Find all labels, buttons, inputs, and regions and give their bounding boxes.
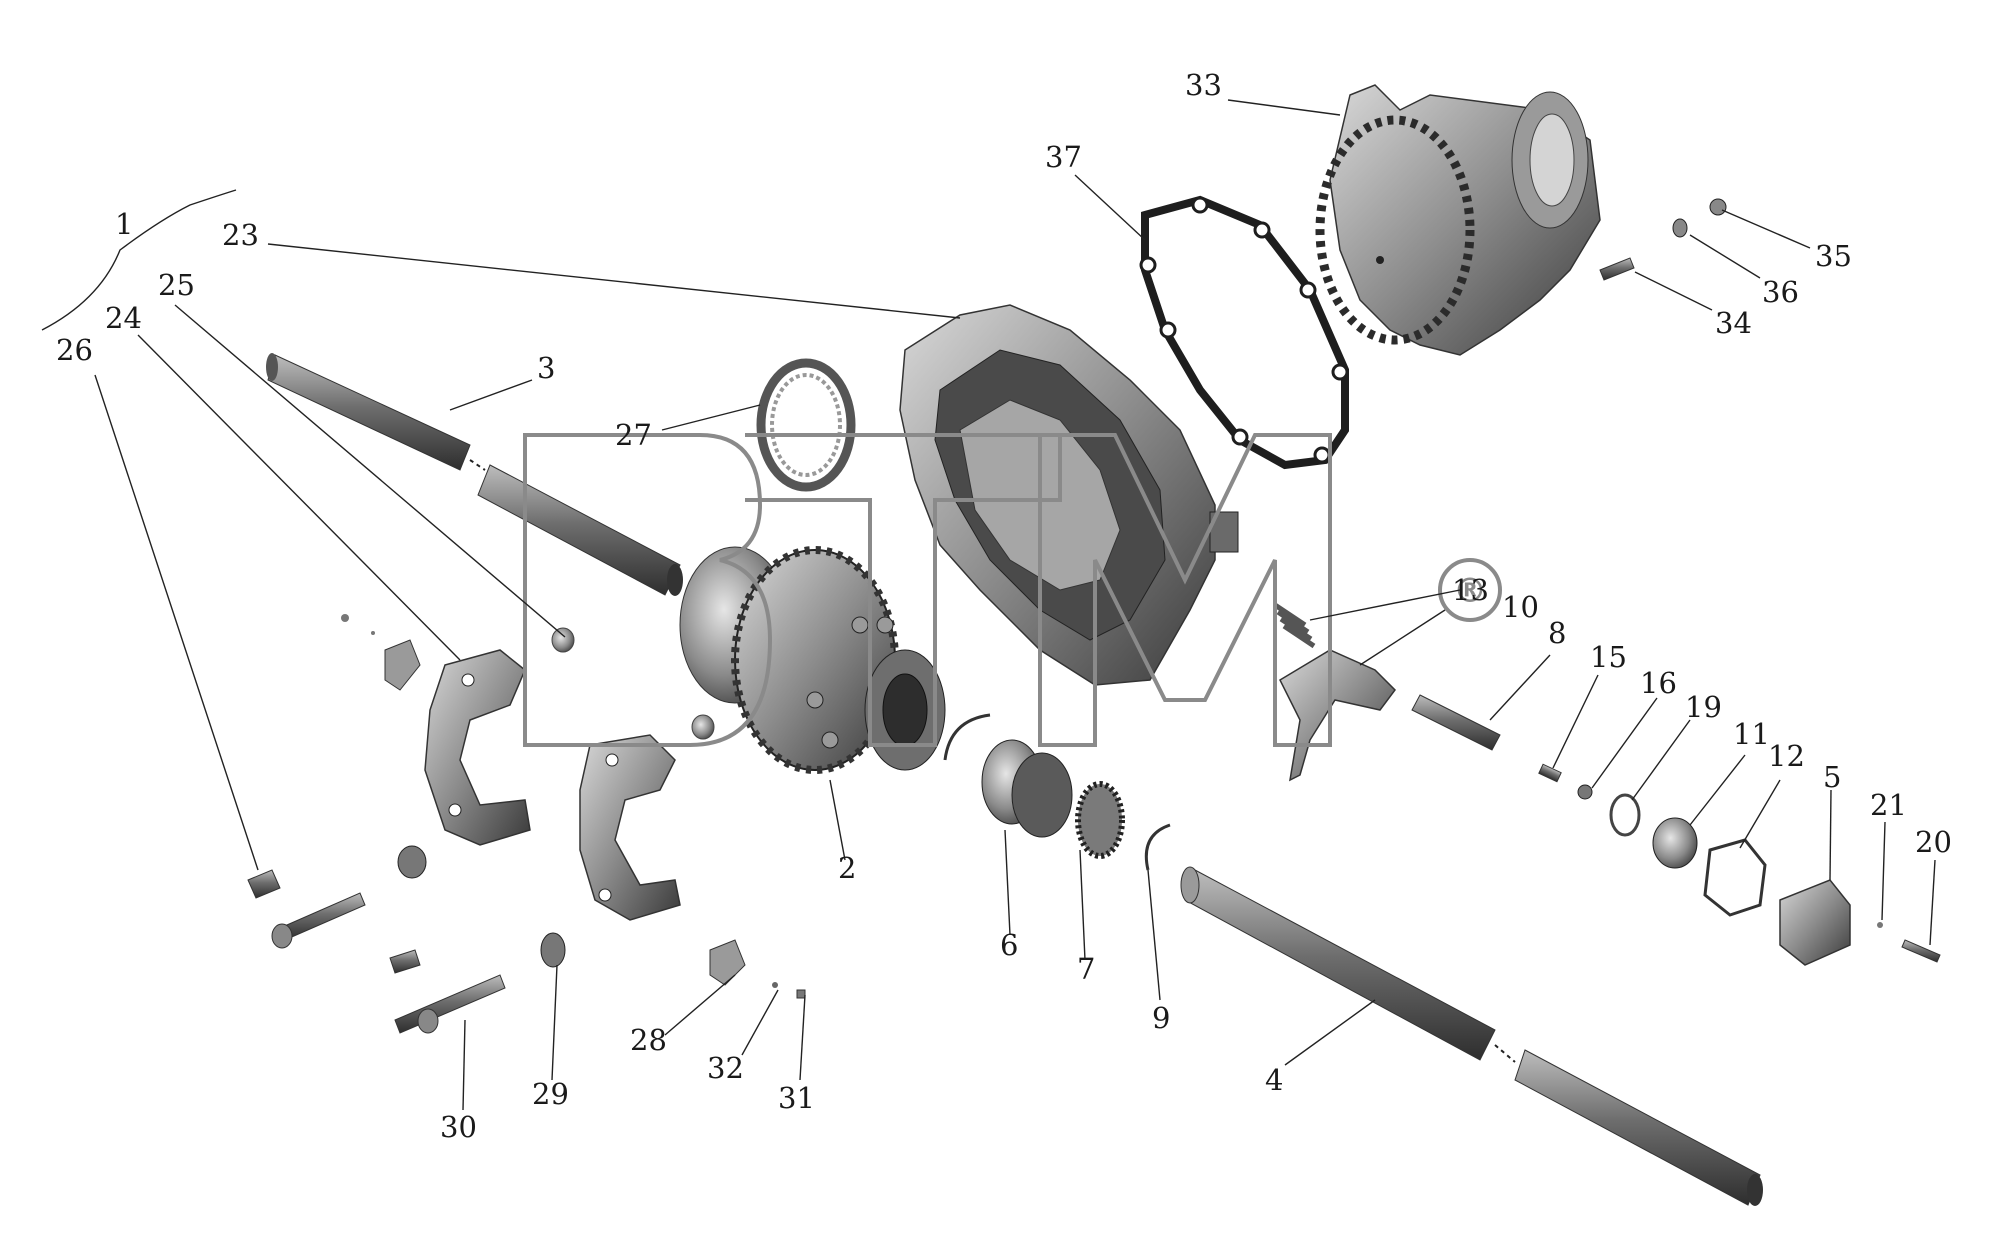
label-31: 31: [778, 1081, 815, 1115]
label-23: 23: [222, 218, 259, 252]
part-25-pins: [551, 627, 715, 740]
label-20: 20: [1915, 825, 1952, 859]
label-36: 36: [1762, 275, 1799, 309]
part-21-pin: [1877, 922, 1883, 928]
label-28: 28: [630, 1023, 667, 1057]
part-11-seal: [1652, 817, 1698, 869]
label-33: 33: [1185, 68, 1222, 102]
label-35: 35: [1815, 239, 1852, 273]
label-29: 29: [532, 1077, 569, 1111]
label-2: 2: [838, 851, 856, 885]
label-11: 11: [1733, 717, 1770, 751]
part-23-differential-housing: [899, 304, 1239, 686]
label-13: 13: [1452, 573, 1489, 607]
part-8-shift-rod: [1411, 694, 1501, 751]
callout-labels: 1 23 25 24 26 3 27 33 37 35 36 34 13 10 …: [56, 68, 1952, 1144]
part-19-o-ring: [1609, 793, 1641, 837]
label-19: 19: [1685, 690, 1722, 724]
part-10-shift-fork: [1279, 649, 1396, 782]
label-21: 21: [1870, 788, 1907, 822]
part-20-bolt: [1901, 939, 1941, 963]
part-12-gasket: [1703, 838, 1767, 917]
label-3: 3: [537, 351, 555, 385]
label-6: 6: [1000, 928, 1018, 962]
part-33-gear-housing: [1315, 84, 1601, 356]
label-7: 7: [1077, 952, 1095, 986]
label-26: 26: [56, 333, 93, 367]
part-26-bushing: [247, 869, 281, 899]
label-32: 32: [707, 1051, 744, 1085]
part-6-sleeve: [981, 739, 1073, 838]
btm-watermark: ®: [523, 433, 1502, 747]
part-15-pin: [1538, 763, 1562, 783]
label-15: 15: [1590, 640, 1627, 674]
label-30: 30: [440, 1110, 477, 1144]
part-9-snap-rings: [943, 713, 1171, 871]
label-5: 5: [1823, 760, 1841, 794]
label-37: 37: [1045, 140, 1082, 174]
part-24-bearing-caps: [424, 649, 681, 921]
part-16-nut: [1577, 784, 1593, 800]
label-10: 10: [1502, 590, 1539, 624]
label-1: 1: [115, 207, 133, 241]
label-34: 34: [1715, 306, 1752, 340]
part-31-32-small-fasteners: [341, 614, 806, 999]
part-37-gasket: [1139, 195, 1349, 470]
label-24: 24: [105, 301, 142, 335]
part-29-washers: [397, 845, 566, 968]
part-3-input-shaft: [266, 353, 683, 596]
label-25: 25: [158, 268, 195, 302]
label-16: 16: [1640, 666, 1677, 700]
bracket-group-1: [41, 189, 237, 331]
label-4: 4: [1265, 1063, 1283, 1097]
label-9: 9: [1152, 1001, 1170, 1035]
label-27: 27: [615, 418, 652, 452]
part-4-output-shaft: [1180, 866, 1763, 1206]
part-5-cover: [1779, 879, 1851, 966]
watermark-registered-mark: ®: [1453, 571, 1487, 611]
label-8: 8: [1548, 616, 1566, 650]
part-13-spring: [1273, 602, 1316, 649]
part-7-gear-ring: [1075, 781, 1125, 859]
part-2-differential-carrier: [679, 546, 946, 774]
leader-lines: [94, 99, 1936, 1111]
part-27-bearing-ring: [756, 358, 856, 492]
label-12: 12: [1768, 739, 1805, 773]
part-28-locking-plates: [384, 639, 746, 986]
parts-34-35-36-small: [1599, 198, 1727, 281]
part-30-bolts: [271, 892, 506, 1034]
